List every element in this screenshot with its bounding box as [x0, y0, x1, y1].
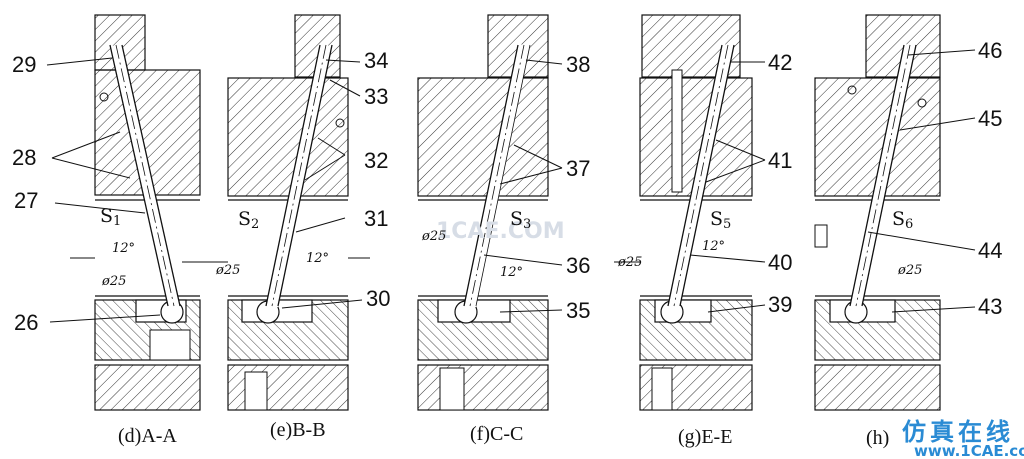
part-number-41: 41: [768, 148, 792, 173]
diameter-label: ø25: [421, 229, 446, 244]
part-number-26: 26: [14, 310, 38, 335]
panel-g: 42 41 40 39 S5 12° ø25 (g)E-E: [614, 14, 792, 448]
panel-caption-e: (e)B-B: [270, 419, 326, 441]
part-number-39: 39: [768, 292, 792, 317]
part-number-29: 29: [12, 52, 36, 77]
part-number-40: 40: [768, 250, 792, 275]
angle-label: 12°: [112, 241, 135, 256]
section-label-s1: S1: [100, 205, 121, 229]
angle-label: 12°: [500, 265, 523, 280]
part-number-42: 42: [768, 50, 792, 75]
part-number-43: 43: [978, 294, 1002, 319]
diameter-label: ø25: [215, 263, 240, 278]
angle-label: 12°: [306, 251, 329, 266]
section-label-s6: S6: [892, 208, 913, 232]
diameter-label: ø25: [101, 274, 126, 289]
watermark-chinese: 仿真在线: [902, 418, 1014, 446]
part-number-27: 27: [14, 188, 38, 213]
diameter-label: ø25: [897, 263, 922, 278]
panel-h: 46 45 44 43 S6 ø25 (h): [814, 14, 1002, 449]
faint-watermark: 1CAE.COM: [436, 219, 565, 244]
part-number-31: 31: [364, 206, 388, 231]
part-number-34: 34: [364, 48, 388, 73]
part-number-45: 45: [978, 106, 1002, 131]
part-number-30: 30: [366, 286, 390, 311]
section-label-s3: S3: [510, 208, 531, 232]
panel-caption-f: (f)C-C: [470, 423, 523, 445]
watermark-url: www.1CAE.com: [914, 442, 1024, 459]
panel-caption-g: (g)E-E: [678, 426, 732, 448]
section-label-s2: S2: [238, 208, 259, 232]
part-number-44: 44: [978, 238, 1002, 263]
part-number-35: 35: [566, 298, 590, 323]
panel-caption-h: (h): [866, 427, 889, 449]
part-number-37: 37: [566, 156, 590, 181]
panel-d: 29 28 27 26 S1 12° ø25 (d)A-A: [12, 14, 205, 447]
diameter-label: ø25: [617, 255, 642, 270]
panel-e: 34 33 32 31 30 S2 12° ø25 (e)B-B: [205, 14, 390, 441]
part-number-33: 33: [364, 84, 388, 109]
part-number-32: 32: [364, 148, 388, 173]
part-number-38: 38: [566, 52, 590, 77]
part-number-46: 46: [978, 38, 1002, 63]
angle-label: 12°: [702, 239, 725, 254]
part-number-36: 36: [566, 253, 590, 278]
section-label-s5: S5: [710, 208, 731, 232]
panel-f: 1CAE.COM 38 37 36 35 S3 12° ø25 (f)C-C: [417, 14, 590, 445]
part-number-28: 28: [12, 145, 36, 170]
panel-caption-d: (d)A-A: [118, 425, 177, 447]
